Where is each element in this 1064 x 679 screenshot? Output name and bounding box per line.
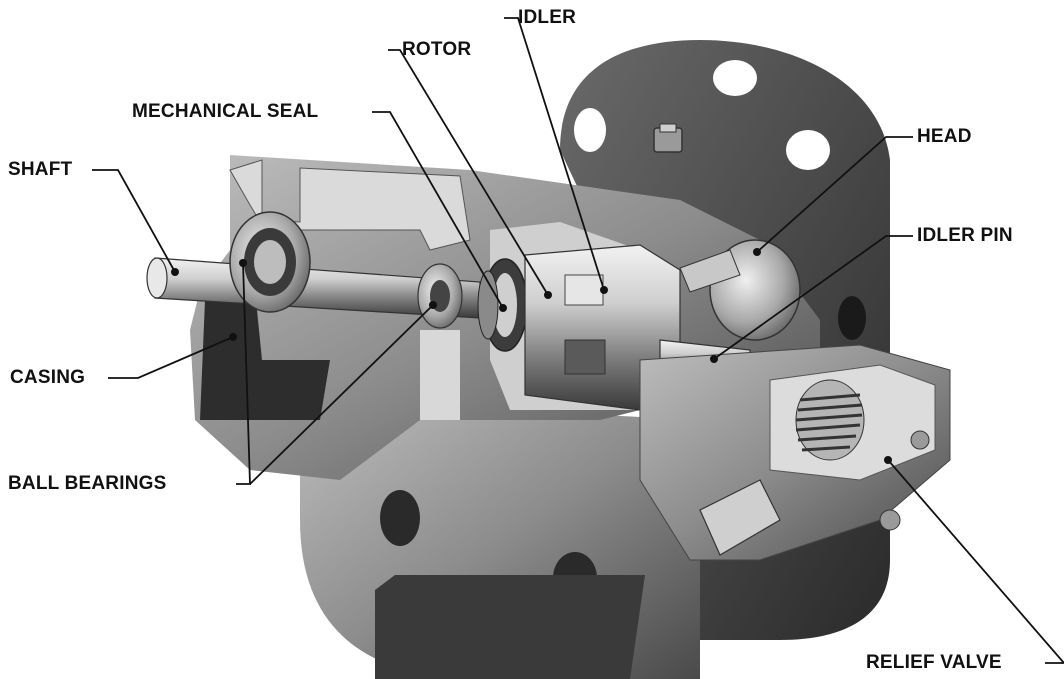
label-idler: IDLER <box>518 7 576 28</box>
label-rotor: ROTOR <box>402 39 472 60</box>
relief-valve-housing <box>639 344 951 561</box>
leader-head <box>756 136 913 253</box>
relief-valve-spring <box>795 393 863 452</box>
leader-lines <box>92 17 1064 664</box>
adjusting-screw-cap <box>699 479 781 556</box>
valve-bolt <box>879 509 901 531</box>
label-head: HEAD <box>917 126 972 147</box>
flange-bolt-hole <box>380 490 420 546</box>
leader-mechanical-seal <box>372 111 504 309</box>
ball-bearing-outer <box>229 211 311 313</box>
head-bolt <box>679 249 741 293</box>
label-shaft: SHAFT <box>8 159 73 180</box>
label-ball-bearings: BALL BEARINGS <box>8 473 167 494</box>
flange-bolt-hole <box>713 60 757 96</box>
label-relief-valve: RELIEF VALVE <box>866 652 1002 673</box>
leader-shaft <box>92 169 176 273</box>
leader-ball-bearings-2 <box>249 304 434 485</box>
leader-idler <box>504 17 605 291</box>
pipe-plug <box>653 123 683 153</box>
mounting-foot <box>375 575 645 679</box>
leader-casing <box>108 336 234 379</box>
flange-bolt-hole <box>838 296 866 340</box>
flange-bolt-hole <box>786 130 830 170</box>
ball-bearing-inner <box>417 263 463 329</box>
leader-idler-pin <box>713 235 913 360</box>
mechanical-seal <box>477 258 528 352</box>
flange-bolt-hole <box>574 108 606 152</box>
label-casing: CASING <box>10 367 86 388</box>
label-mechanical-seal: MECHANICAL SEAL <box>132 101 319 122</box>
valve-bolt <box>910 430 930 450</box>
head <box>679 239 801 341</box>
label-idler-pin: IDLER PIN <box>917 225 1013 246</box>
leader-dots <box>171 248 892 464</box>
leader-relief-valve <box>887 459 1064 664</box>
inlet-flange <box>300 400 700 679</box>
leader-rotor <box>388 49 549 296</box>
